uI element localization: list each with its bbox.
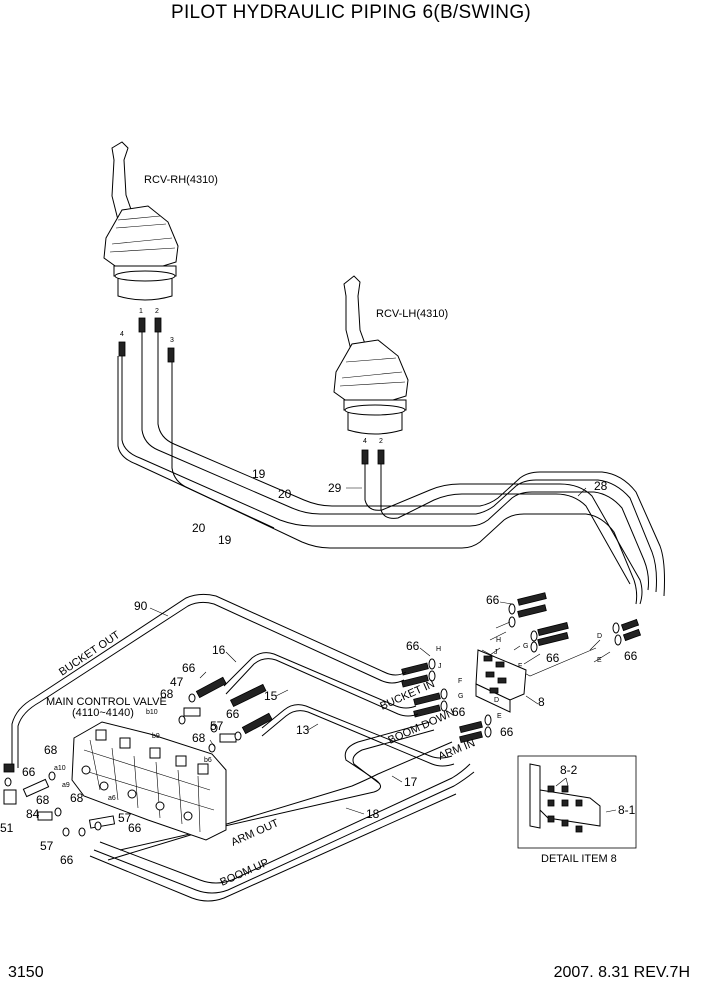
right-port-g: G bbox=[523, 643, 528, 650]
mcv-label-line2: (4110~4140) bbox=[72, 707, 134, 719]
callout-90: 90 bbox=[134, 599, 148, 613]
rh-port-2: 2 bbox=[155, 308, 159, 315]
callout-47: 47 bbox=[170, 675, 184, 689]
callout-66-block-top: 66 bbox=[406, 639, 420, 653]
callout-57-bottom: 57 bbox=[118, 811, 132, 825]
lh-end-fittings bbox=[508, 592, 642, 653]
callout-8: 8 bbox=[538, 695, 545, 709]
callout-19-upper: 19 bbox=[252, 467, 266, 481]
callout-66-lh-mid: 66 bbox=[546, 651, 560, 665]
rh-port-1: 1 bbox=[139, 308, 143, 315]
rcv-lh-label: RCV-LH(4310) bbox=[376, 308, 448, 320]
lh-port-4: 4 bbox=[363, 438, 367, 445]
detail-callout-8-1: 8-1 bbox=[618, 803, 636, 817]
callout-20-lower: 20 bbox=[192, 521, 206, 535]
detail-callout-8-2: 8-2 bbox=[560, 763, 578, 777]
rh-hose-bundle bbox=[117, 332, 665, 605]
block-port-h: H bbox=[436, 646, 441, 653]
block-port-d: D bbox=[494, 697, 499, 704]
callout-66-lowest: 66 bbox=[60, 853, 74, 867]
detail-caption: DETAIL ITEM 8 bbox=[541, 853, 617, 865]
label-boom-up: BOOM UP bbox=[218, 857, 270, 889]
detail-item-8: 8-2 8-1 DETAIL ITEM 8 bbox=[517, 755, 637, 865]
mcv-port-a9: a9 bbox=[62, 782, 70, 789]
block-port-j: J bbox=[438, 663, 442, 670]
callout-68-left: 68 bbox=[44, 743, 58, 757]
callout-66-lh-top: 66 bbox=[486, 593, 500, 607]
block-port-f: F bbox=[458, 678, 462, 685]
callout-15: 15 bbox=[264, 689, 278, 703]
mcv-port-b10: b10 bbox=[146, 709, 158, 716]
lower-hoses bbox=[11, 593, 475, 902]
callout-19-lower: 19 bbox=[218, 533, 232, 547]
callout-66-block-mid: 66 bbox=[452, 705, 466, 719]
lh-hose-bundle bbox=[364, 464, 643, 605]
callout-68-mcv: 68 bbox=[160, 687, 174, 701]
main-control-valve: MAIN CONTROL VALVE (4110~4140) b10 b9 b6… bbox=[46, 696, 227, 841]
callout-68-mid: 68 bbox=[192, 731, 206, 745]
label-bucket-out: BUCKET OUT bbox=[57, 629, 123, 679]
block-port-e: E bbox=[497, 713, 502, 720]
rcv-lh-joystick: RCV-LH(4310) 4 2 bbox=[333, 275, 448, 465]
callout-numbers: 19 20 20 19 29 28 90 16 15 13 17 18 66 6… bbox=[0, 467, 638, 867]
block-port-g: G bbox=[458, 693, 463, 700]
mcv-port-a6: a6 bbox=[108, 795, 116, 802]
rcv-rh-joystick: RCV-RH(4310) 1 2 3 4 bbox=[103, 141, 218, 363]
callout-66-lh-right: 66 bbox=[624, 649, 638, 663]
rh-port-3: 3 bbox=[170, 337, 174, 344]
callout-16: 16 bbox=[212, 643, 226, 657]
page-title: PILOT HYDRAULIC PIPING 6(B/SWING) bbox=[170, 2, 532, 23]
mcv-port-b6: b6 bbox=[204, 757, 212, 764]
label-arm-out: ARM OUT bbox=[229, 817, 280, 849]
right-port-d: D bbox=[597, 633, 602, 640]
callout-leaders bbox=[149, 487, 587, 815]
callout-66-bottom: 66 bbox=[128, 821, 142, 835]
callout-28: 28 bbox=[594, 479, 608, 493]
callout-29: 29 bbox=[328, 481, 342, 495]
right-port-j: J bbox=[494, 649, 498, 656]
label-arm-in: ARM IN bbox=[437, 737, 477, 763]
callout-66-block-bot: 66 bbox=[500, 725, 514, 739]
callout-57-left: 57 bbox=[40, 839, 54, 853]
right-port-h: H bbox=[496, 637, 501, 644]
page-number: 3150 bbox=[8, 964, 44, 981]
callout-20-upper: 20 bbox=[278, 487, 292, 501]
callout-66-mcv-top: 66 bbox=[182, 661, 196, 675]
callout-51: 51 bbox=[0, 821, 14, 835]
terminal-block-8: H J F G D E bbox=[436, 646, 527, 720]
callout-68-lower: 68 bbox=[36, 793, 50, 807]
callout-18: 18 bbox=[366, 807, 380, 821]
callout-84: 84 bbox=[26, 807, 40, 821]
right-port-f: F bbox=[518, 663, 522, 670]
lh-port-2: 2 bbox=[379, 438, 383, 445]
callout-57-mcv: 57 bbox=[210, 719, 224, 733]
mcv-port-b9: b9 bbox=[152, 733, 160, 740]
rcv-rh-label: RCV-RH(4310) bbox=[144, 174, 218, 186]
callout-13: 13 bbox=[296, 723, 310, 737]
right-port-e: E bbox=[597, 657, 602, 664]
mcv-port-a10: a10 bbox=[54, 765, 66, 772]
mcv-label-line1: MAIN CONTROL VALVE bbox=[46, 696, 167, 708]
callout-66-left: 66 bbox=[22, 765, 36, 779]
callout-66-mcv-mid: 66 bbox=[226, 707, 240, 721]
callout-17: 17 bbox=[404, 775, 418, 789]
rh-port-4: 4 bbox=[120, 331, 124, 338]
callout-68-bottom: 68 bbox=[70, 791, 84, 805]
port-leaders: H J G F D E bbox=[479, 621, 611, 677]
revision-date: 2007. 8.31 REV.7H bbox=[553, 964, 690, 981]
mcv-fittings bbox=[3, 676, 273, 837]
block-fittings bbox=[401, 658, 492, 744]
